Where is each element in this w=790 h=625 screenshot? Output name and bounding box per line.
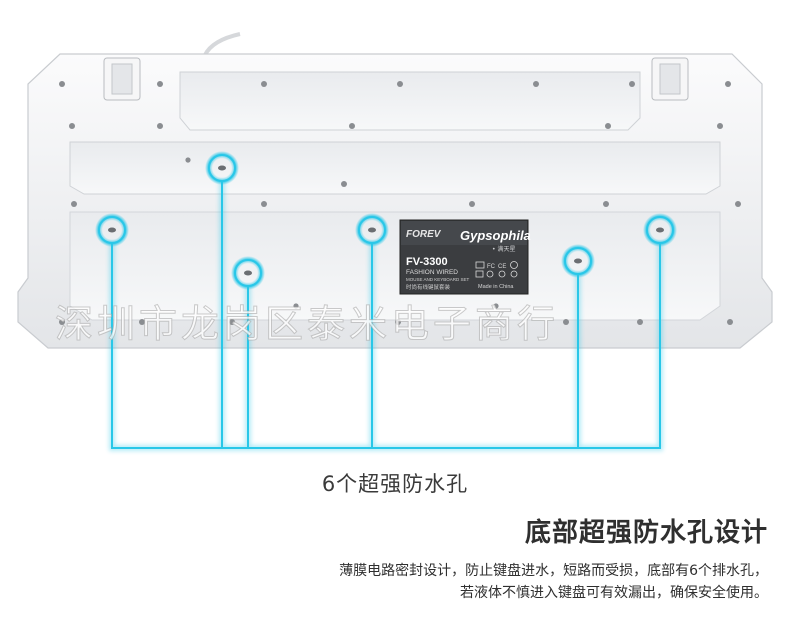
screws [59, 81, 741, 325]
product-label-plate: FOREV Gypsophila • 满天星 FV-3300 FASHION W… [399, 219, 531, 295]
drain-hole-4 [355, 213, 389, 247]
drain-hole-2 [205, 151, 239, 185]
badge-line3: 时尚有线键鼠套装 [406, 283, 451, 291]
brand-right-text: Gypsophila [460, 228, 531, 243]
drain-hole-callout-lines [109, 180, 663, 451]
watermark-text: 深圳市龙岗区泰米电子商行 [54, 302, 560, 347]
badge-line2: MOUSE AND KEYBOARD SET [406, 277, 470, 282]
model-text: FV-3300 [406, 256, 448, 268]
drain-hole-3 [231, 256, 265, 290]
lower-panel [69, 211, 721, 321]
svg-text:FC: FC [487, 264, 496, 270]
kickstand-left [103, 57, 141, 101]
kickstand-right [651, 57, 689, 101]
drain-hole-5 [561, 244, 595, 278]
drain-hole-6 [643, 213, 677, 247]
brand-sub-text: • 满天星 [492, 245, 515, 253]
drain-hole-caption: 6个超强防水孔 [321, 472, 469, 496]
feature-description-line2: 若液体不慎进入键盘可有效漏出，确保安全使用。 [460, 585, 768, 601]
certification-icons: FC CE [475, 261, 518, 278]
cable [203, 32, 241, 57]
svg-text:CE: CE [498, 264, 506, 270]
badge-line1: FASHION WIRED [406, 269, 458, 276]
made-in-text: Made in China [478, 284, 514, 290]
middle-panel [69, 141, 721, 195]
drain-hole-1 [95, 213, 129, 247]
feature-description-line1: 薄膜电路密封设计，防止键盘进水，短路而受损，底部有6个排水孔， [339, 563, 768, 579]
top-panel [179, 71, 641, 131]
brand-left-text: FOREV [406, 229, 442, 240]
feature-heading: 底部超强防水孔设计 [524, 518, 768, 548]
